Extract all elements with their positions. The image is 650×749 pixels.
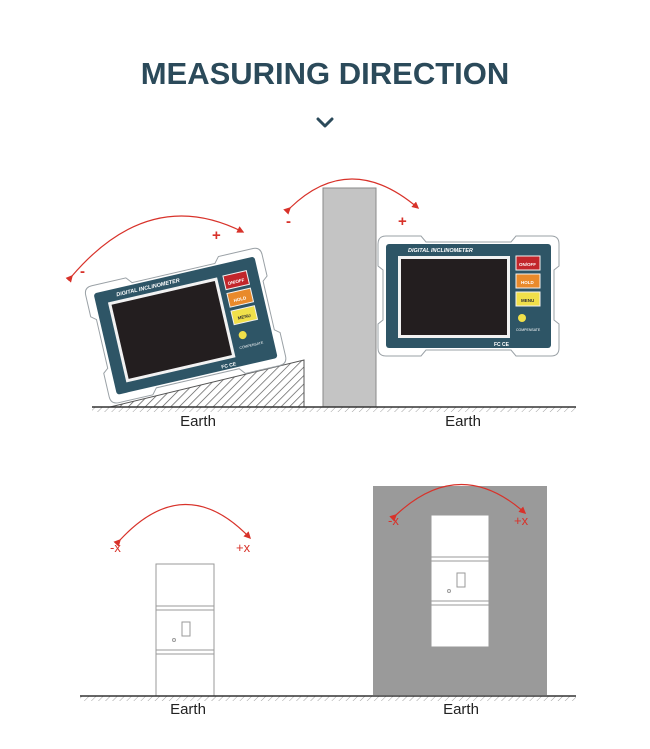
ground-bottom: Earth Earth [80, 695, 576, 718]
earth-label: Earth [180, 413, 216, 430]
inclinometer-device-upright: DIGITAL INCLINOMETER ON/OFF HOLD MENU CO… [377, 235, 560, 357]
device-brand-label: DIGITAL INCLINOMETER [408, 248, 473, 254]
button-menu-label: MENU [237, 313, 251, 321]
button-hold-label: HOLD [521, 280, 534, 285]
scene-against-wall: DIGITAL INCLINOMETER ON/OFF HOLD MENU CO… [283, 178, 560, 408]
wall [322, 187, 377, 408]
inclinometer-device-standing [155, 563, 215, 697]
scene-standing-on-wall: +x -x [373, 483, 547, 695]
rotation-arc [389, 483, 527, 522]
plus-x-label: +x [236, 540, 251, 555]
button-menu-label: MENU [521, 298, 534, 303]
minus-sign: - [80, 263, 85, 280]
rotation-arc [283, 178, 420, 215]
minus-x-label: -x [110, 540, 121, 555]
plus-x-label: +x [514, 513, 529, 528]
page-title: MEASURING DIRECTION [140, 56, 510, 91]
plus-sign: + [398, 213, 407, 230]
chevron-down-icon [316, 117, 334, 128]
certification-label: FC CE [221, 361, 238, 370]
minus-sign: - [286, 213, 291, 230]
earth-label: Earth [443, 701, 479, 718]
rotation-arc [65, 215, 245, 283]
compensate-label: COMPENSATE [516, 328, 541, 332]
earth-label: Earth [445, 413, 481, 430]
scene-tilted-on-slope: DIGITAL INCLINOMETER ON/OFF HOLD MENU CO… [65, 215, 305, 408]
plus-sign: + [212, 227, 221, 244]
inclinometer-device-on-wall [430, 514, 490, 648]
button-hold-label: HOLD [233, 295, 247, 303]
ground-top: Earth Earth [92, 406, 576, 430]
certification-label: FC CE [494, 342, 510, 348]
scene-standing-on-ground: +x -x [110, 503, 251, 697]
rotation-arc [113, 503, 251, 547]
minus-x-label: -x [388, 513, 399, 528]
button-on-off-label: ON/OFF [519, 262, 536, 267]
earth-label: Earth [170, 701, 206, 718]
inclinometer-device-tilted: DIGITAL INCLINOMETER ON/OFF HOLD MENU CO… [83, 246, 288, 405]
compensate-label: COMPENSATE [239, 341, 264, 351]
